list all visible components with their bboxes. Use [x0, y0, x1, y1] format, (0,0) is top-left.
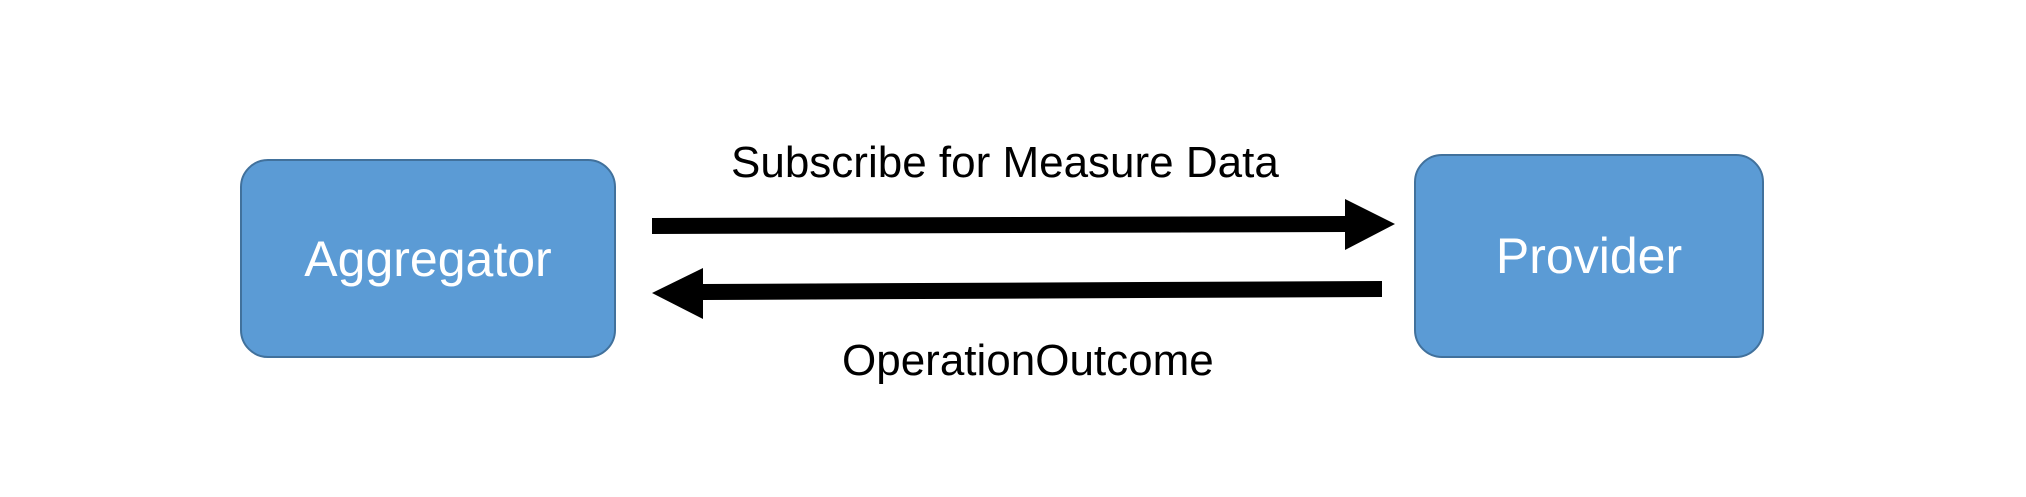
subscribe-arrow-shaft: [652, 216, 1346, 234]
subscribe-edge-label: Subscribe for Measure Data: [731, 138, 1279, 187]
subscribe-arrow: [652, 199, 1395, 250]
outcome-arrow: [652, 268, 1382, 319]
aggregator-label: Aggregator: [304, 230, 552, 287]
outcome-edge-label: OperationOutcome: [842, 336, 1214, 385]
provider-label: Provider: [1495, 228, 1683, 284]
provider-node: Provider: [1414, 154, 1764, 358]
outcome-arrow-shaft: [703, 281, 1382, 300]
subscribe-arrow-head: [1345, 199, 1395, 250]
outcome-arrow-head: [652, 268, 703, 319]
aggregator-node: Aggregator: [240, 159, 616, 358]
